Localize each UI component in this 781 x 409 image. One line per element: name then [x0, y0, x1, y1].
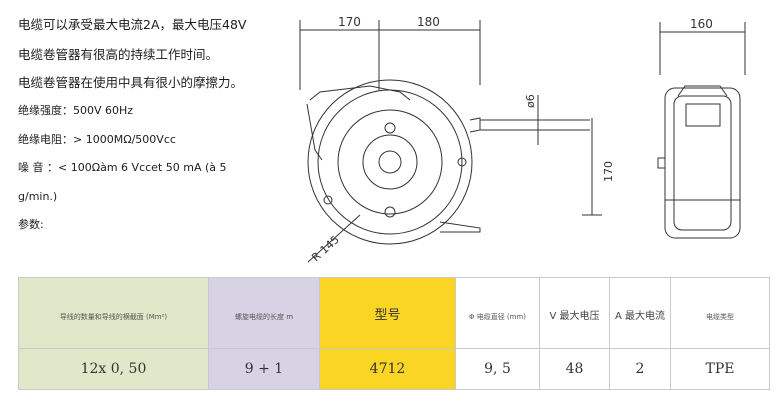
- cell-coil-length: 9 + 1: [208, 348, 320, 390]
- table-row: 12x 0, 50 9 + 1 4712 9, 5 48 2 TPE: [18, 348, 770, 390]
- cable-reel-drawing: 170 180 160 ø6 170 R 145: [299, 15, 746, 264]
- spec-parameters-label: 参数:: [18, 218, 44, 231]
- dim-label-r145: R 145: [309, 233, 342, 264]
- dim-label-180: 180: [417, 15, 440, 29]
- cell-cable-diameter: 9, 5: [455, 348, 540, 390]
- cell-cable-type: TPE: [670, 348, 770, 390]
- reel-side-body: [664, 87, 741, 239]
- dim-label-phi6: ø6: [524, 94, 537, 108]
- reel-side-clip: [657, 157, 666, 169]
- dim-radius-leader: [307, 214, 361, 263]
- header-cable-type: 电缆类型: [670, 277, 770, 349]
- reel-side-handle: [677, 85, 728, 97]
- reel-outer-ring: [307, 79, 473, 245]
- reel-inner-ring: [317, 89, 463, 235]
- reel-handle: [309, 85, 411, 101]
- dim-label-160: 160: [690, 17, 713, 31]
- dim-label-170: 170: [338, 15, 361, 29]
- cell-model: 4712: [319, 348, 456, 390]
- spec-insulation-strength: 绝缘强度：500V 60Hz: [18, 104, 134, 117]
- spec-duty-time: 电缆卷管器有很高的持续工作时间。: [18, 47, 219, 62]
- header-cable-diameter: Φ 电缆直径 (mm): [455, 277, 540, 349]
- reel-axle: [378, 150, 402, 174]
- header-max-voltage: V 最大电压: [539, 277, 610, 349]
- reel-base: [439, 221, 481, 233]
- reel-side-inner: [673, 95, 732, 231]
- cell-max-current: 2: [609, 348, 671, 390]
- table-header-row: 导线的数量和导线的横截面 (Mm²) 螺旋电缆的长度 m 型号 Φ 电缆直径 (…: [18, 277, 770, 349]
- cell-max-voltage: 48: [539, 348, 610, 390]
- reel-screw: [384, 122, 396, 134]
- header-cable-cross-section: 导线的数量和导线的横截面 (Mm²): [18, 277, 209, 349]
- spec-noise-cont: g/min.): [18, 190, 58, 203]
- cable-outlet: [469, 117, 481, 133]
- dim-label-170-side: 170: [602, 161, 615, 182]
- header-coil-length: 螺旋电缆的长度 m: [208, 277, 320, 349]
- spec-insulation-resistance: 绝缘电阻：> 1000MΩ/500Vcc: [18, 133, 176, 146]
- spec-current-voltage: 电缆可以承受最大电流2A，最大电压48V: [18, 17, 247, 32]
- reel-bracket: [306, 103, 323, 161]
- reel-screw: [384, 206, 396, 218]
- specification-table: 导线的数量和导线的横截面 (Mm²) 螺旋电缆的长度 m 型号 Φ 电缆直径 (…: [18, 277, 770, 390]
- reel-hub: [362, 134, 418, 190]
- spec-noise: 噪 音 ：< 100Ωàm 6 Vccet 50 mA (à 5: [18, 161, 227, 174]
- reel-drum: [337, 109, 443, 215]
- cell-cable-cross-section: 12x 0, 50: [18, 348, 209, 390]
- reel-screw: [457, 157, 467, 167]
- header-max-current: A 最大电流: [609, 277, 671, 349]
- spec-friction: 电缆卷管器在使用中具有很小的摩擦力。: [18, 75, 244, 90]
- reel-side-grip: [685, 103, 721, 127]
- reel-screw: [323, 195, 333, 205]
- header-model: 型号: [319, 277, 456, 349]
